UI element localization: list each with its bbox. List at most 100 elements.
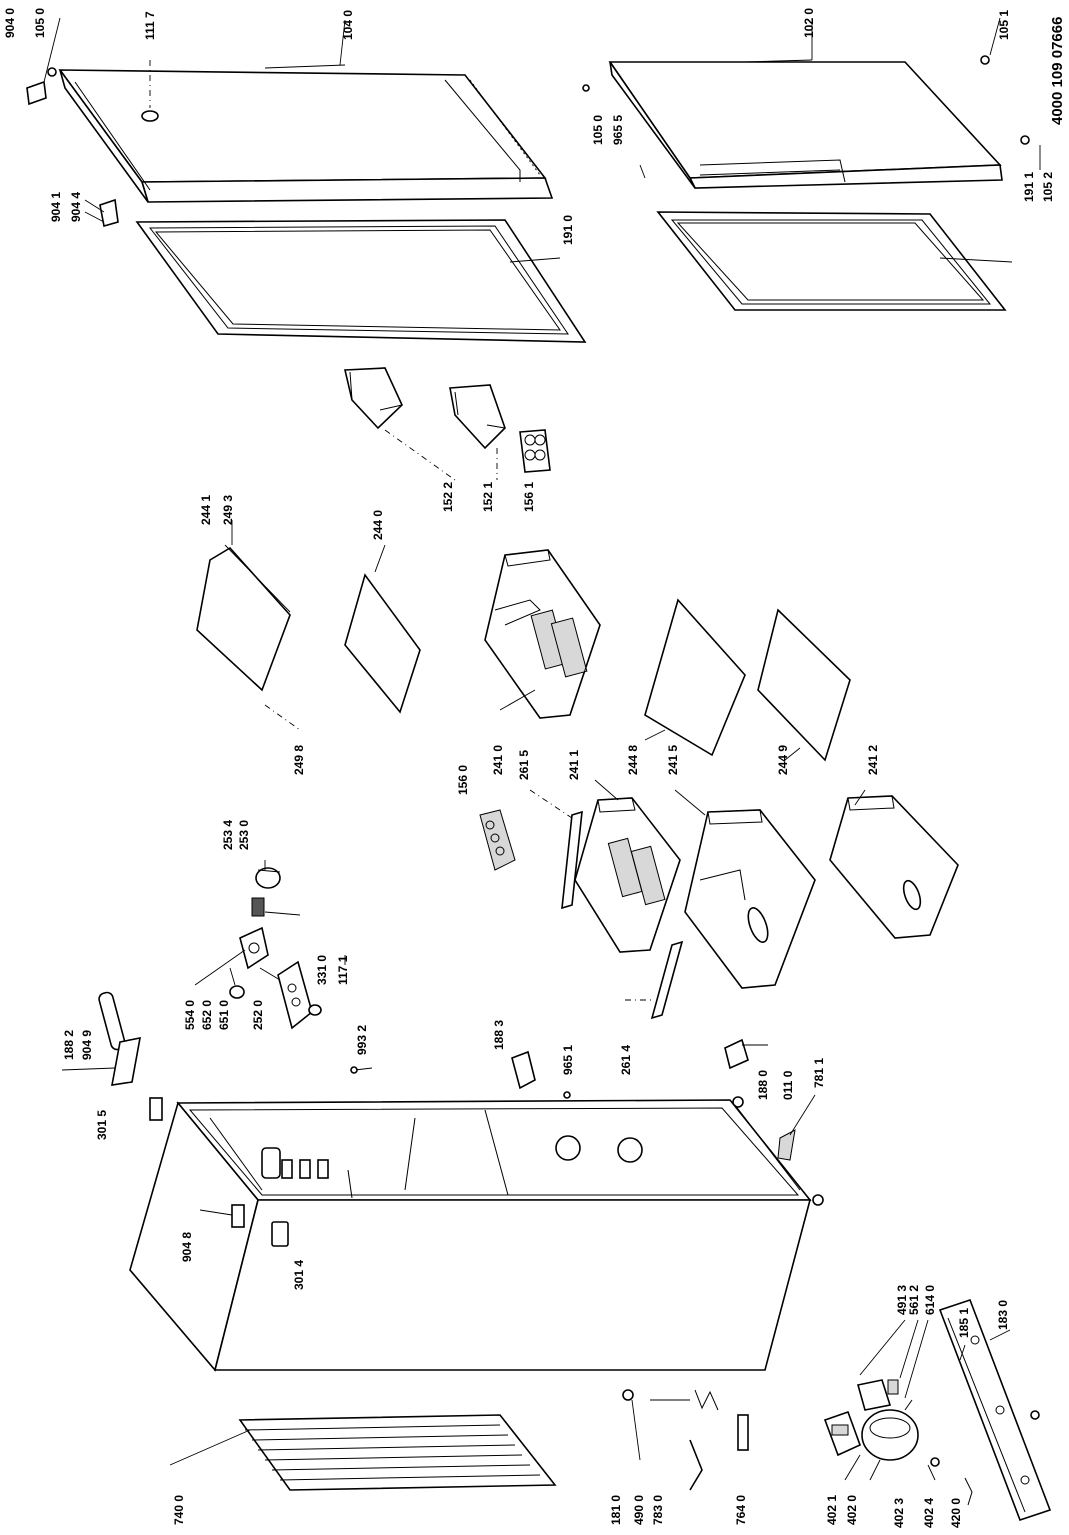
- thermostat-part-554-0: [239, 926, 269, 970]
- part-label: 191 0: [561, 215, 575, 245]
- connector-part-331-0: [308, 1004, 322, 1016]
- part-label: 781 1: [812, 1058, 826, 1088]
- part-label: 904 1: [49, 192, 63, 222]
- part-label: 554 0: [183, 1000, 197, 1030]
- leader-554-0: [194, 949, 246, 986]
- part-label: 402 0: [845, 1495, 859, 1525]
- part-label: 241 1: [567, 750, 581, 780]
- cover-part-301-5: [149, 1097, 163, 1121]
- part-label: 783 0: [651, 1495, 665, 1525]
- part-420-0: [964, 1477, 973, 1506]
- part-label: 253 0: [237, 820, 251, 850]
- part-label: 181 0: [609, 1495, 623, 1525]
- screw-part-993-2: [350, 1066, 373, 1074]
- hinge-part-188-3: [511, 1050, 536, 1090]
- base-plate-part-183-0: [938, 1298, 1052, 1522]
- part-label: 904 4: [69, 192, 83, 222]
- leader-249-8: [264, 704, 301, 731]
- part-label: 188 0: [756, 1070, 770, 1100]
- part-561-2: [887, 1379, 899, 1395]
- plug-part-965-1: [563, 1091, 571, 1099]
- part-label: 152 1: [481, 482, 495, 512]
- part-label: 764 0: [734, 1495, 748, 1525]
- part-181-0: [622, 1389, 634, 1401]
- part-label: 156 1: [522, 482, 536, 512]
- part-label: 491 3: [895, 1285, 909, 1315]
- part-label: 244 1: [199, 495, 213, 525]
- part-label: 111 7: [143, 11, 157, 40]
- fridge-door-part-102-0: [582, 55, 1030, 189]
- part-label: 993 2: [355, 1025, 369, 1055]
- part-label: 252 0: [251, 1000, 265, 1030]
- control-housing-part-252-0: [277, 960, 313, 1030]
- part-label: 191 1: [1022, 172, 1036, 202]
- door-bin-part-152-1: [449, 384, 506, 480]
- hinge-part-188-0: [724, 1038, 768, 1070]
- lamp-part-253-4: [251, 897, 301, 917]
- door-bin-part-152-2: [344, 367, 456, 481]
- part-label: 249 3: [221, 495, 235, 525]
- part-label: 249 8: [292, 745, 306, 775]
- freezer-door-part-104-0: [58, 69, 554, 203]
- part-label: 241 0: [491, 745, 505, 775]
- lamp-cover-part-253-0: [255, 867, 281, 889]
- part-label: 241 5: [666, 745, 680, 775]
- part-402-4: [930, 1457, 940, 1467]
- part-764-0: [737, 1414, 749, 1451]
- freezer-drawer-part-241-0: [484, 549, 601, 719]
- wire-part: [694, 1389, 719, 1411]
- part-783-0: [689, 1439, 703, 1491]
- part-label: 904 0: [3, 8, 17, 38]
- part-label: 188 3: [492, 1020, 506, 1050]
- egg-tray-part-156-1: [519, 429, 551, 473]
- part-label: 301 4: [292, 1260, 306, 1290]
- part-label: 104 0: [341, 10, 355, 40]
- drain-tray-part-491-3: [856, 1379, 892, 1411]
- freezer-drawer-part-241-1: [574, 797, 681, 953]
- part-label: 253 4: [221, 820, 235, 850]
- part-label: 402 4: [922, 1498, 936, 1528]
- part-label: 614 0: [923, 1285, 937, 1315]
- cover-part-301-4: [271, 1221, 289, 1247]
- part-label: 241 2: [866, 745, 880, 775]
- part-label: 183 0: [996, 1300, 1010, 1330]
- part-label: 117 1: [336, 955, 350, 985]
- part-label: 105 0: [591, 115, 605, 145]
- foot-part-011-0: [732, 1096, 744, 1108]
- part-label: 420 0: [949, 1498, 963, 1528]
- bottle-holder-part-156-0: [479, 809, 516, 871]
- part-label: 011 0: [781, 1070, 795, 1100]
- part-label: 244 0: [371, 510, 385, 540]
- knob-part-651-0: [229, 985, 245, 999]
- part-label: 102 0: [802, 8, 816, 38]
- hinge-bracket-part-904-1: [84, 198, 119, 228]
- part-label: 152 2: [441, 482, 455, 512]
- crisper-drawer-part-241-2: [829, 795, 959, 939]
- part-label: 185 1: [957, 1308, 971, 1338]
- bracket-part-904-8: [199, 1204, 245, 1228]
- door-gasket-part-191-0: [135, 219, 587, 343]
- relay-part-402-1: [823, 1410, 862, 1457]
- part-label: 402 1: [825, 1495, 839, 1525]
- part-label: 490 0: [632, 1495, 646, 1525]
- part-label: 261 5: [517, 750, 531, 780]
- condenser-part-740-0: [169, 1414, 557, 1491]
- glass-shelf-part-244-9: [757, 608, 851, 762]
- part-label: 261 4: [619, 1045, 633, 1075]
- cabinet-body: [129, 1099, 824, 1372]
- part-label: 156 0: [456, 765, 470, 795]
- leader-lines: [43, 17, 1041, 1481]
- part-label: 904 8: [180, 1232, 194, 1262]
- part-label: 105 1: [997, 10, 1011, 40]
- part-label: 105 2: [1041, 172, 1055, 202]
- part-label: 301 5: [95, 1110, 109, 1140]
- glass-shelf-part-244-8: [644, 598, 746, 757]
- rail-part-261-4: [625, 940, 684, 1020]
- part-label: 331 0: [315, 955, 329, 985]
- door-handle-part-111-7: [141, 60, 159, 122]
- handle-part-904-9: [61, 1036, 141, 1086]
- drawing-reference-number: 4000 109 07666: [1049, 17, 1066, 125]
- crisper-drawer-part-241-5: [684, 809, 816, 989]
- part-label: 244 9: [776, 745, 790, 775]
- part-label: 188 2: [62, 1030, 76, 1060]
